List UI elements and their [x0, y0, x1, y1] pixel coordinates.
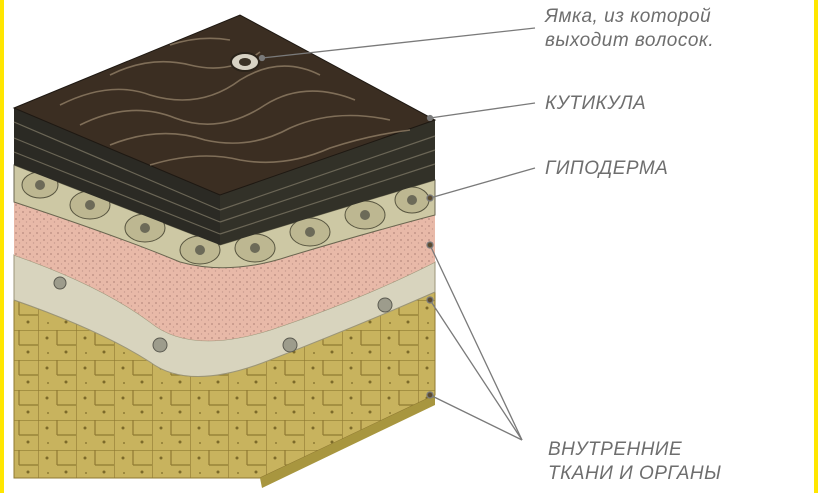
pit-label: Ямка, из которой выходит волосок.	[545, 5, 714, 53]
internal-label-line2: ТКАНИ И ОРГАНЫ	[548, 462, 721, 486]
pit-label-line1: Ямка, из которой	[545, 5, 714, 29]
hypodermis-label: ГИПОДЕРМА	[545, 157, 668, 181]
pit-label-line2: выходит волосок.	[545, 29, 714, 53]
cuticle-label: КУТИКУЛА	[545, 92, 646, 116]
internal-organs-label: ВНУТРЕННИЕ ТКАНИ И ОРГАНЫ	[548, 438, 721, 486]
internal-label-line1: ВНУТРЕННИЕ	[548, 438, 721, 462]
